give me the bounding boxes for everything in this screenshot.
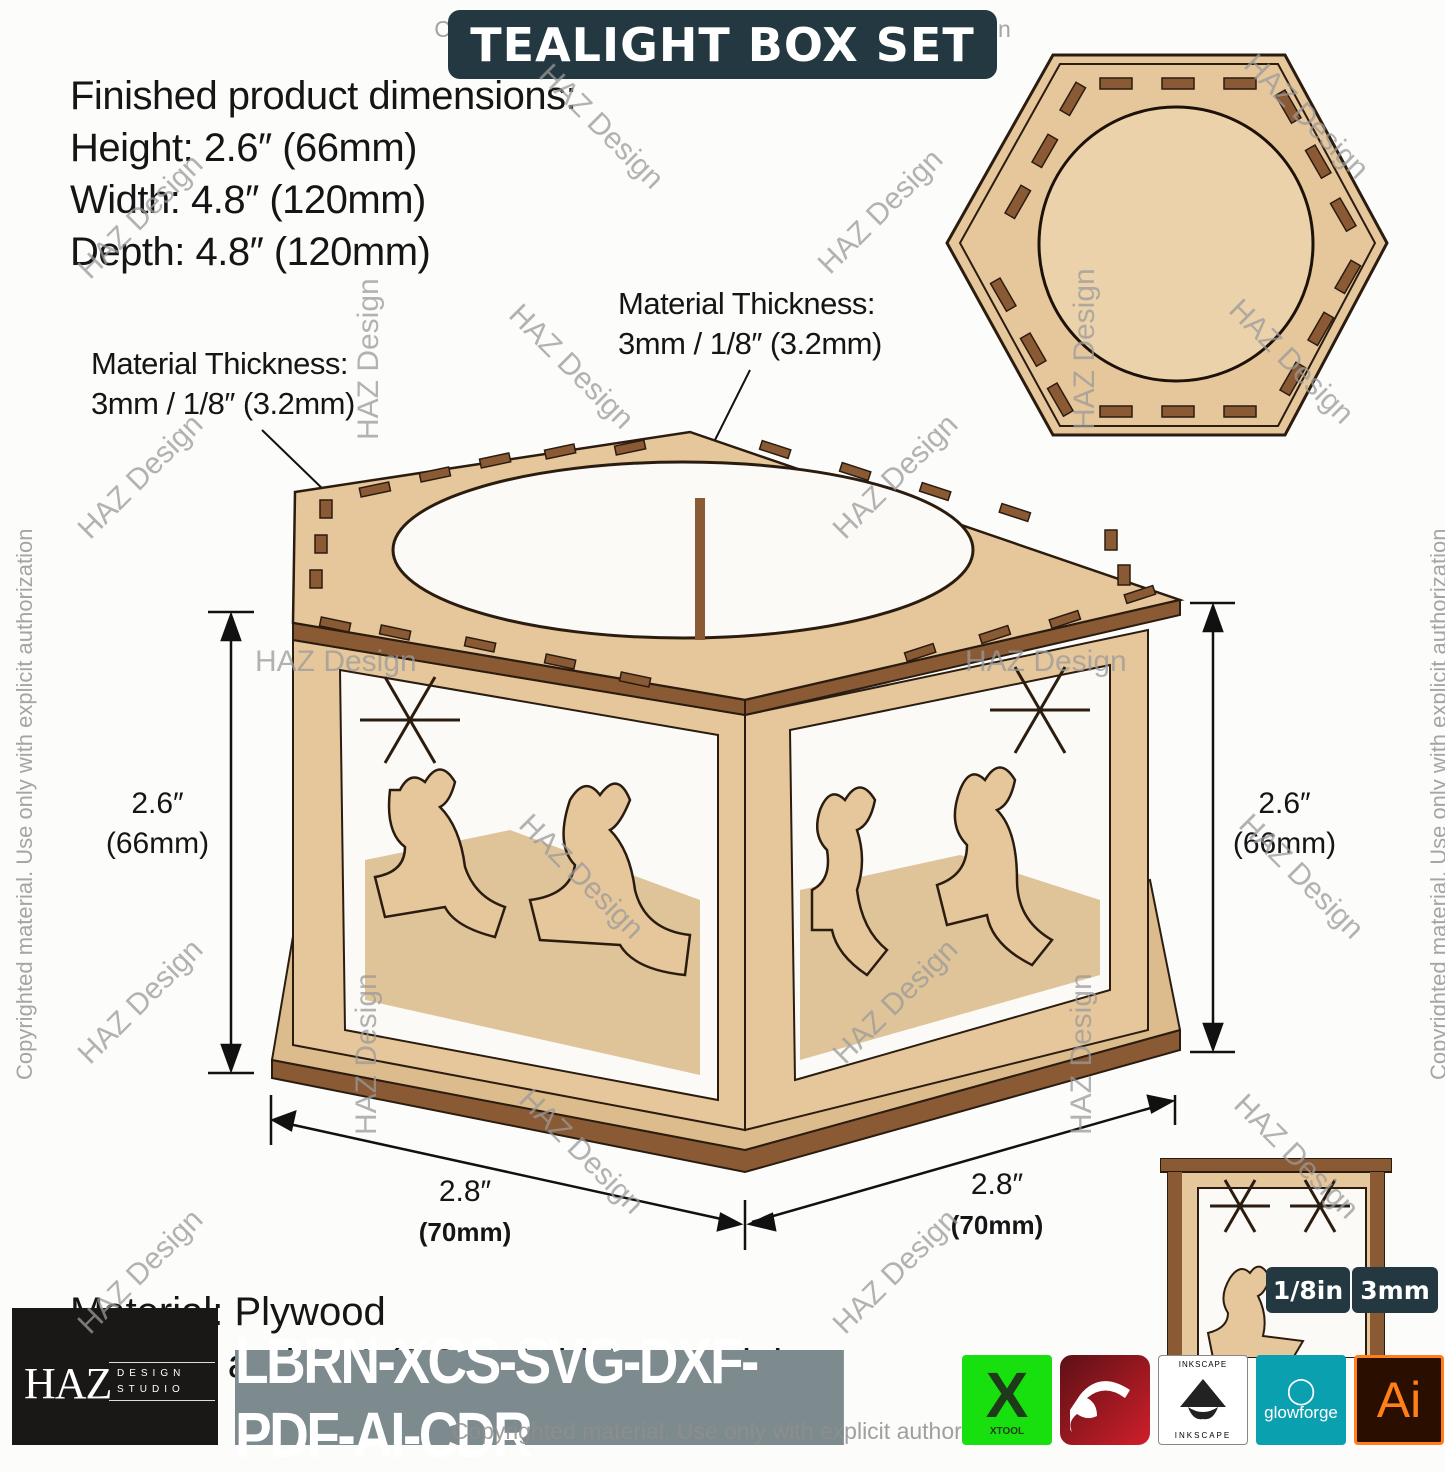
side-measurement-left: 2.8″ (70mm) — [400, 1172, 530, 1252]
logo-sub-design: DESIGN — [117, 1368, 186, 1379]
thickness-callout-left: Material Thickness: 3mm / 1/8″ (3.2mm) — [91, 344, 355, 424]
callout-left-line1: Material Thickness: — [91, 346, 348, 381]
brand-watermark: HAZ Design — [350, 973, 383, 1135]
thickness-badge-mm-label: 3mm — [1360, 1275, 1430, 1305]
height-measurement-left: 2.6″ (66mm) — [95, 784, 220, 864]
dragon-glyph — [1070, 1381, 1130, 1432]
inkscape-glyph — [1180, 1379, 1226, 1420]
thickness-callout-right: Material Thickness: 3mm / 1/8″ (3.2mm) — [618, 284, 882, 364]
dimension-width: Width: 4.8″ (120mm) — [70, 178, 426, 222]
callout-right-line2: 3mm / 1/8″ (3.2mm) — [618, 326, 882, 361]
title-text: TEALIGHT BOX SET — [470, 17, 975, 72]
inkscape-icon: INKSCAPE INKSCAPE — [1158, 1355, 1248, 1445]
xtool-glyph: X — [985, 1358, 1029, 1431]
copyright-watermark-bottom: Copyrighted material. Use only with expl… — [451, 1418, 1029, 1444]
side-right-mm: (70mm) — [950, 1210, 1044, 1240]
inkscape-top-label: INKSCAPE — [1178, 1360, 1228, 1369]
glowforge-label: glowforge — [1264, 1403, 1338, 1422]
glowforge-icon: ◯ glowforge — [1256, 1355, 1346, 1445]
thickness-badge-mm: 3mm — [1352, 1267, 1438, 1313]
logo-sub-studio: STUDIO — [117, 1384, 185, 1395]
height-left-inches: 2.6″ — [131, 787, 184, 820]
brand-watermark: HAZ Design — [1068, 268, 1101, 430]
haz-design-studio-logo: HAZ DESIGN STUDIO — [12, 1308, 218, 1445]
copyright-watermark-right: Copyrighted material. Use only with expl… — [1426, 528, 1445, 1080]
side-left-inches: 2.8″ — [438, 1175, 492, 1208]
file-formats-banner: LBRN-XCS-SVG-DXF-PDF-AI-CDR — [235, 1325, 844, 1471]
title-banner: TEALIGHT BOX SET — [448, 10, 997, 79]
side-left-mm: (70mm) — [418, 1217, 512, 1247]
height-right-mm: (66mm) — [1232, 827, 1337, 860]
copyright-watermark-left: Copyrighted material. Use only with expl… — [12, 528, 37, 1080]
thickness-badge-inch-label: 1/8in — [1272, 1275, 1344, 1305]
dimensions-heading: Finished product dimensions: — [70, 74, 577, 118]
side-panel-preview — [1160, 1158, 1392, 1358]
dimension-depth: Depth: 4.8″ (120mm) — [70, 230, 431, 274]
brand-watermark: HAZ Design — [1065, 973, 1098, 1135]
thickness-badge-inch: 1/8in — [1266, 1267, 1350, 1313]
height-measurement-right: 2.6″ (66mm) — [1222, 784, 1347, 864]
illustrator-glyph: Ai — [1376, 1372, 1422, 1428]
xtool-label: XTOOL — [989, 1425, 1025, 1437]
brand-watermark: HAZ Design — [965, 645, 1127, 678]
inkscape-bottom-label: INKSCAPE — [1174, 1431, 1232, 1440]
height-left-mm: (66mm) — [105, 827, 210, 860]
height-right-inches: 2.6″ — [1258, 787, 1311, 820]
dimension-height: Height: 2.6″ (66mm) — [70, 126, 418, 170]
glowforge-pin: ◯ — [1286, 1375, 1316, 1405]
file-formats-text: LBRN-XCS-SVG-DXF-PDF-AI-CDR — [235, 1324, 759, 1471]
lightburn-icon — [1060, 1355, 1150, 1445]
xtool-icon: X XTOOL — [962, 1355, 1052, 1445]
callout-left-line2: 3mm / 1/8″ (3.2mm) — [91, 386, 355, 421]
hexagon-top-view — [945, 53, 1389, 437]
logo-rule-top — [109, 1362, 215, 1363]
side-right-inches: 2.8″ — [970, 1168, 1024, 1201]
brand-watermark: HAZ Design — [352, 278, 385, 440]
brand-watermark: HAZ Design — [255, 645, 417, 678]
logo-rule-bottom — [109, 1400, 215, 1401]
callout-right-line1: Material Thickness: — [618, 286, 875, 321]
logo-main: HAZ — [24, 1359, 112, 1408]
illustrator-icon: Ai — [1354, 1355, 1444, 1445]
dimensions-block: Finished product dimensions: Height: 2.6… — [70, 70, 577, 278]
side-measurement-right: 2.8″ (70mm) — [932, 1165, 1062, 1245]
